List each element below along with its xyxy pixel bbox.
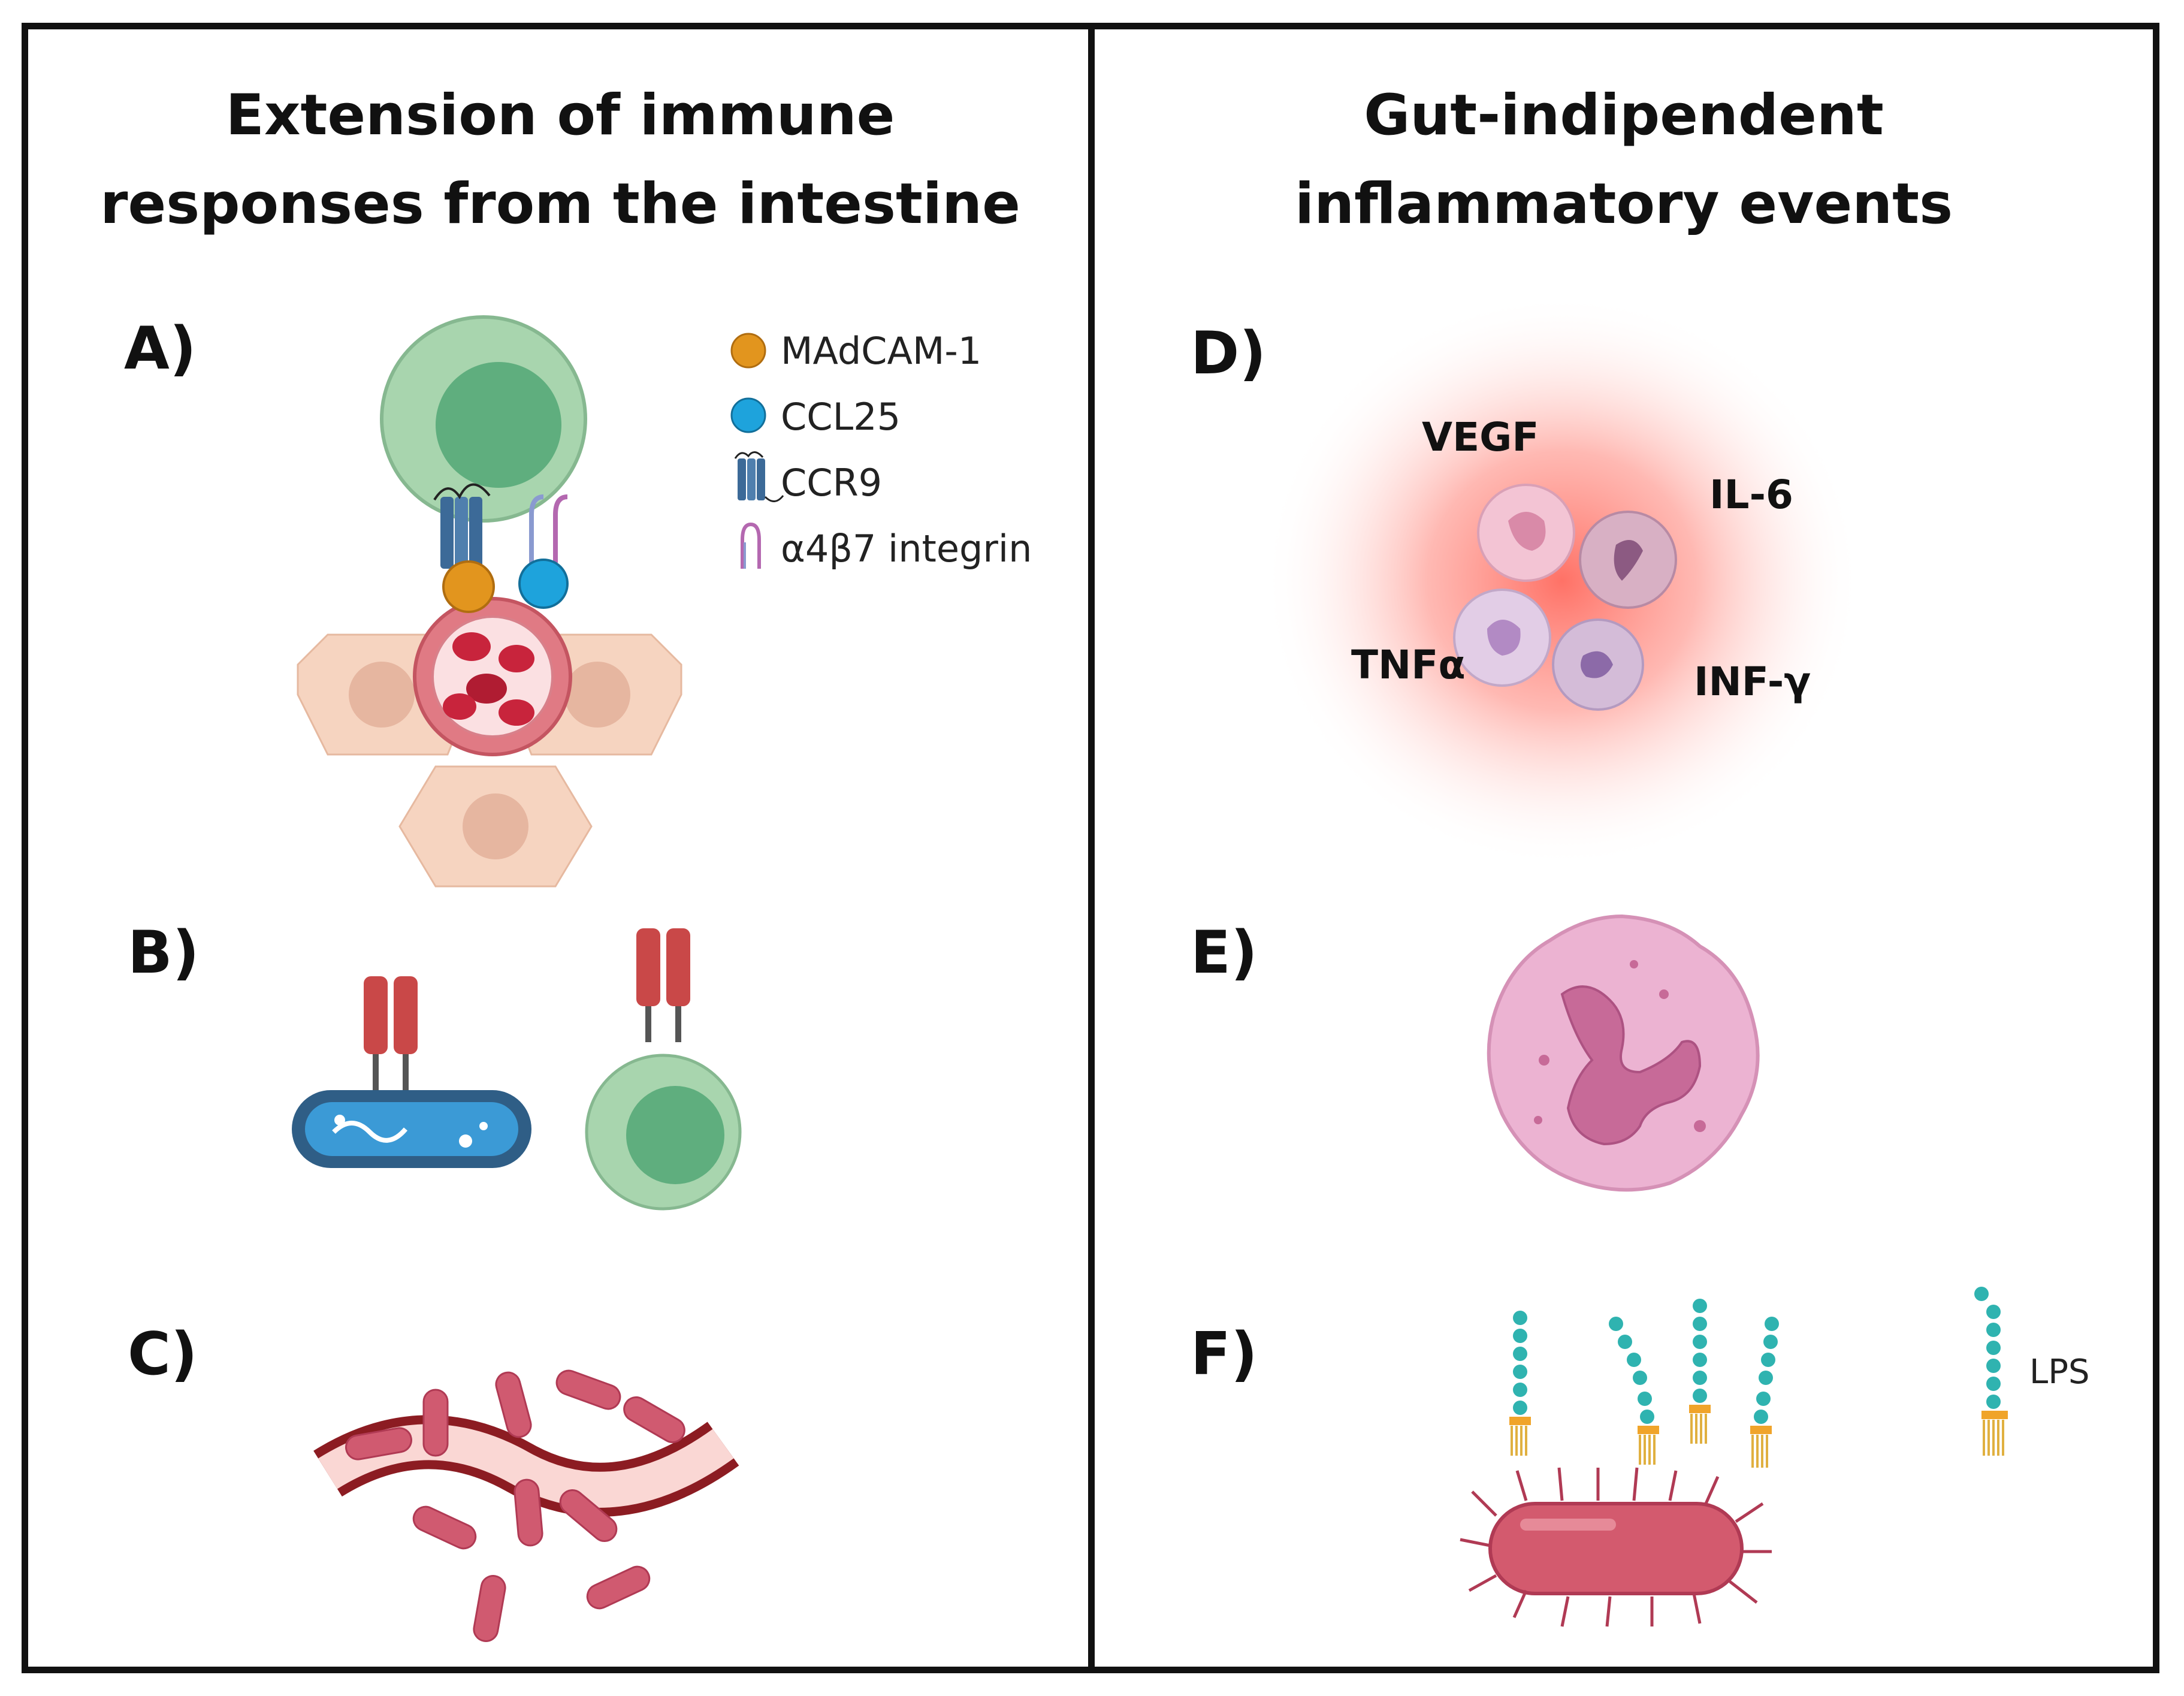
illustration-b bbox=[292, 928, 742, 1211]
illustration-a bbox=[297, 315, 682, 888]
inflammation-glow bbox=[1262, 293, 1862, 868]
label-b: B) bbox=[128, 919, 200, 987]
label-f: F) bbox=[1191, 1320, 1258, 1389]
cytokine-label-il6: IL-6 bbox=[1709, 472, 1793, 518]
bacterium-icon bbox=[1460, 1467, 1772, 1627]
left-title-line-1: Extension of immune bbox=[225, 83, 895, 148]
red-blood-cell bbox=[466, 674, 507, 704]
lymphocyte-icon bbox=[585, 1054, 742, 1211]
legend-label-madcam: MAdCAM-1 bbox=[781, 329, 982, 373]
lps-molecule bbox=[1750, 1317, 1779, 1468]
lps-molecule bbox=[1509, 1311, 1531, 1456]
right-title-line-1: Gut-indipendent bbox=[1364, 83, 1884, 148]
cytokine-label-vegf: VEGF bbox=[1422, 414, 1539, 460]
right-panel: Gut-indipendent inflammatory events D) E… bbox=[1088, 23, 2159, 1673]
illustration-c bbox=[313, 1369, 739, 1642]
lymphocyte bbox=[380, 315, 587, 523]
red-blood-cell bbox=[499, 699, 534, 726]
legend-label-integrin: α4β7 integrin bbox=[781, 527, 1032, 571]
left-panel-title: Extension of immune responses from the i… bbox=[28, 71, 1092, 249]
illustration-d bbox=[1262, 293, 1862, 868]
cytokine-cell bbox=[1579, 511, 1677, 609]
cytokine-label-inf: INF-γ bbox=[1694, 659, 1811, 705]
legend-icons bbox=[730, 333, 784, 569]
madcam-ligand bbox=[442, 560, 495, 613]
cytokine-label-tnf: TNFα bbox=[1351, 642, 1466, 688]
legend-label-ccl25: CCL25 bbox=[781, 395, 901, 439]
receptor-icon bbox=[734, 451, 784, 502]
left-panel: Extension of immune responses from the i… bbox=[22, 23, 1099, 1673]
blood-vessel bbox=[413, 597, 572, 756]
integrin bbox=[529, 494, 568, 563]
ccl25-ligand bbox=[518, 559, 569, 609]
label-c: C) bbox=[128, 1320, 198, 1389]
label-d: D) bbox=[1191, 319, 1267, 388]
label-e: E) bbox=[1191, 919, 1258, 987]
bacterium-icon bbox=[292, 1090, 531, 1168]
red-blood-cell bbox=[443, 693, 476, 720]
antibody-icon bbox=[364, 976, 418, 1090]
red-blood-cell bbox=[452, 632, 491, 661]
blue-circle-icon bbox=[730, 397, 766, 433]
lps-legend-icon bbox=[1974, 1287, 2008, 1456]
lps-molecule bbox=[1689, 1299, 1711, 1444]
bacteria-cluster bbox=[345, 1369, 685, 1642]
right-title-line-2: inflammatory events bbox=[1294, 171, 1953, 237]
left-title-line-2: responses from the intestine bbox=[100, 171, 1020, 237]
cytokine-cell bbox=[1477, 484, 1575, 582]
lps-molecule bbox=[1609, 1317, 1659, 1465]
cytokine-cell bbox=[1552, 618, 1644, 711]
lps-label: LPS bbox=[2029, 1353, 2090, 1392]
antibody-icon bbox=[636, 928, 690, 1042]
cytokine-cell bbox=[1453, 589, 1551, 687]
illustration-e bbox=[1487, 914, 1760, 1192]
orange-circle-icon bbox=[730, 333, 766, 369]
ccr9-receptor bbox=[433, 483, 491, 569]
red-blood-cell bbox=[499, 645, 534, 672]
illustration-f bbox=[1460, 1299, 1779, 1627]
integrin-icon bbox=[741, 522, 761, 569]
right-panel-title: Gut-indipendent inflammatory events bbox=[1095, 71, 2153, 249]
legend-label-ccr9: CCR9 bbox=[781, 461, 883, 505]
label-a: A) bbox=[124, 315, 197, 383]
neutrophil-icon bbox=[1487, 914, 1760, 1192]
